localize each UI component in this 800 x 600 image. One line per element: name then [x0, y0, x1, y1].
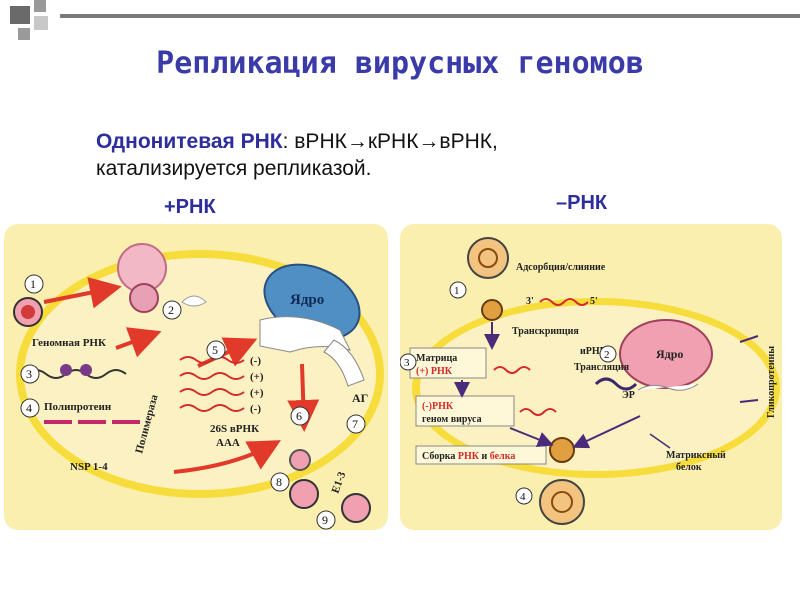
virion-bottom	[539, 479, 585, 525]
nucleus-label: Ядро	[656, 347, 683, 361]
glycoprotein-pointer	[739, 335, 759, 343]
ribosome	[80, 364, 92, 376]
rna-strand	[493, 366, 531, 374]
virion-genome	[478, 248, 498, 268]
step-number: 7	[352, 417, 358, 431]
step-number: 3	[404, 357, 410, 369]
glycoproteins-label: Гликопротеины	[766, 346, 777, 418]
golgi	[259, 316, 351, 353]
minus-rna-box	[415, 395, 515, 427]
matrix-box	[409, 347, 487, 379]
step-number: 2	[604, 349, 610, 361]
nucleus-label: Ядро	[290, 292, 324, 308]
left-diagram-panel: Ядро Геномная РНК Полипротеин NSP 1-4 По…	[4, 224, 388, 530]
rna26s-label: 26S вРНК	[210, 423, 259, 435]
nsp-label: NSP 1-4	[70, 461, 108, 473]
virion-genome	[551, 491, 573, 513]
mrna-label: иРНК	[580, 346, 608, 357]
step-number: 1	[454, 285, 460, 297]
matrix-label-2: (+) РНК	[416, 366, 453, 377]
virion-budding	[289, 479, 319, 509]
top-rule	[60, 14, 800, 18]
virion-inside	[129, 283, 159, 313]
adsorption-label: Адсорбция/слияние	[516, 262, 606, 273]
assembly-box	[415, 445, 547, 465]
nucleocapsid	[481, 299, 503, 321]
right-diagram-panel: Ядро Адсорбция/слияние 3' 5' Транскрипци…	[399, 224, 782, 530]
subtitle-line2: катализируется репликазой.	[96, 157, 372, 180]
step-number: 6	[296, 409, 302, 423]
subtitle-lead: Однонитевая РНК	[96, 130, 283, 153]
glycoprotein-pointer	[739, 399, 759, 403]
minus-rna-label-2: геном вируса	[422, 414, 482, 425]
virion-assembly	[289, 449, 311, 471]
transcription-label: Транскрипция	[512, 326, 579, 337]
polyprotein-label: Полипротеин	[44, 401, 112, 413]
subtitle-rest: : вРНК→кРНК→вРНК,	[282, 130, 498, 153]
corner-decoration	[0, 0, 60, 50]
genomic-rna-label: Геномная РНК	[32, 337, 106, 349]
entry-arrow	[43, 277, 122, 309]
left-diagram: Ядро Геномная РНК Полипротеин NSP 1-4 По…	[13, 243, 384, 530]
nucleus	[619, 319, 713, 389]
translation-label: Трансляция	[574, 362, 630, 373]
nucleocapsid-assembly	[549, 437, 575, 463]
left-header: +РНК	[164, 196, 216, 218]
step-number: 9	[322, 513, 328, 527]
genome-strand	[539, 298, 589, 306]
aaa-label: AAA	[216, 437, 240, 449]
matrix-protein-label-2: белок	[676, 462, 702, 473]
er-label: ЭР	[622, 390, 635, 401]
vesicle	[181, 295, 207, 307]
prime3-label: 3'	[526, 296, 534, 307]
step-number: 3	[26, 367, 32, 381]
step-number: 4	[26, 401, 32, 415]
protein-chain	[594, 377, 638, 391]
step-number: 2	[168, 303, 174, 317]
step-number: 8	[276, 475, 282, 489]
arrow	[509, 427, 554, 447]
ribosome	[60, 364, 72, 376]
er-membrane	[637, 383, 699, 391]
minus-rna-label-1: (-)РНК	[422, 401, 454, 412]
page-title: Репликация вирусных геномов	[156, 46, 644, 81]
plus-label-1: (+)	[250, 371, 264, 383]
virion-core	[21, 305, 35, 319]
plus-label-2: (+)	[250, 387, 264, 399]
matrix-protein-pointer	[649, 433, 671, 449]
arrow	[173, 440, 282, 474]
step-number: 4	[520, 491, 526, 503]
er	[323, 339, 365, 387]
minus-label-2: (-)	[250, 403, 261, 415]
right-diagram: Ядро Адсорбция/слияние 3' 5' Транскрипци…	[399, 237, 780, 525]
arrow	[115, 327, 162, 358]
prime5-label: 5'	[590, 296, 598, 307]
virion-released	[341, 493, 371, 523]
virion-top	[467, 237, 509, 279]
rna-strands	[179, 356, 245, 412]
matrix-protein-label-1: Матриксный	[666, 450, 726, 461]
rna-strand	[519, 408, 557, 416]
arrow	[572, 415, 641, 449]
minus-label-1: (-)	[250, 355, 261, 367]
matrix-label-1: Матрица	[416, 353, 457, 364]
assembly-label: Сборка РНК и белка	[422, 451, 515, 462]
subtitle: Однонитевая РНК: вРНК→кРНК→вРНК, катализ…	[96, 128, 736, 182]
step-number: 1	[30, 277, 36, 291]
right-header: –РНК	[556, 192, 608, 214]
ag-label: АГ	[352, 391, 368, 405]
step-number: 5	[212, 343, 218, 357]
genomic-rna-strand	[25, 369, 127, 379]
e-label: E1-3	[330, 470, 349, 495]
